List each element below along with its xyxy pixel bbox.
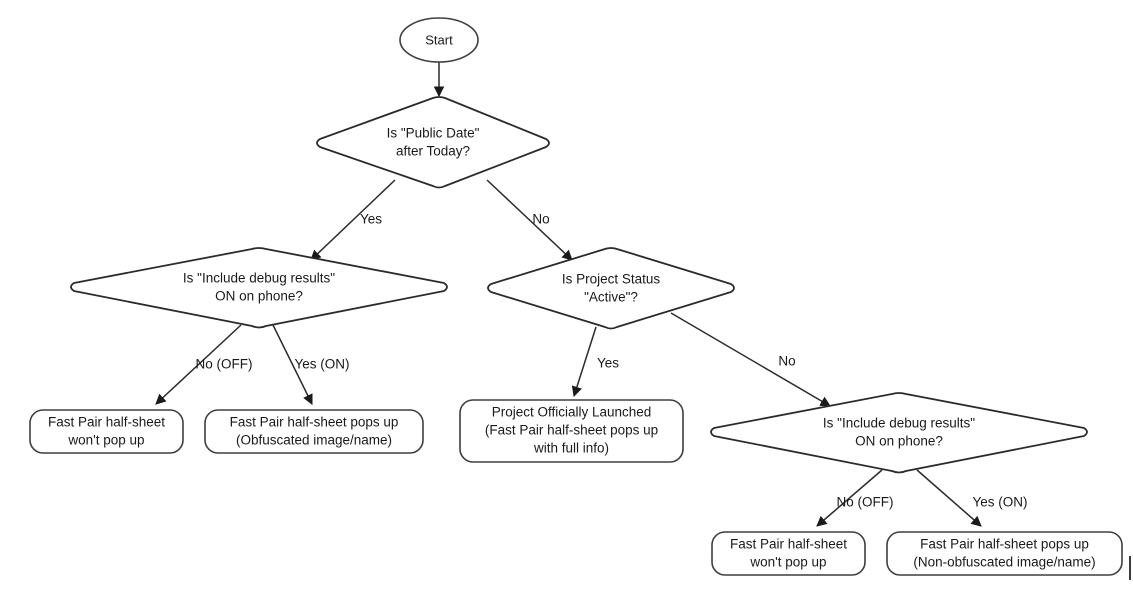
- edge-debug-left-on: Yes (ON): [272, 324, 350, 405]
- edge-debug-right-off: No (OFF): [816, 469, 894, 527]
- decision-debug-right-line2: ON on phone?: [855, 434, 943, 449]
- start-label: Start: [425, 32, 453, 47]
- decision-debug-left-shape: [70, 247, 448, 329]
- edge-debug-left-off: No (OFF): [155, 324, 253, 405]
- edge-label-no-off-left: No (OFF): [196, 357, 253, 372]
- node-decision-debug-right[interactable]: Is "Include debug results" ON on phone?: [710, 392, 1088, 474]
- edge-project-status-yes: Yes: [571, 326, 619, 398]
- result-obfuscated-shape: [204, 409, 424, 454]
- edge-label-yes-public-date: Yes: [360, 212, 382, 227]
- start-ellipse-shape: [399, 17, 479, 63]
- node-start[interactable]: Start: [399, 17, 479, 63]
- result-obfuscated-line2: (Obfuscated image/name): [236, 433, 392, 448]
- decision-project-status-line2: "Active"?: [584, 290, 638, 305]
- result-nopop-left-line2: won't pop up: [67, 433, 144, 448]
- result-nopop-left-line1: Fast Pair half-sheet: [48, 415, 165, 430]
- node-decision-debug-left[interactable]: Is "Include debug results" ON on phone?: [70, 247, 448, 329]
- edge-label-yes-on-right: Yes (ON): [972, 495, 1027, 510]
- node-result-nonobfuscated[interactable]: Fast Pair half-sheet pops up (Non-obfusc…: [886, 531, 1123, 576]
- result-nonobfuscated-line2: (Non-obfuscated image/name): [913, 555, 1095, 570]
- edge-label-no-off-right: No (OFF): [837, 495, 894, 510]
- result-nopop-right-line2: won't pop up: [749, 555, 826, 570]
- decision-public-date-line1: Is "Public Date": [387, 126, 480, 141]
- edge-debug-right-on: Yes (ON): [916, 469, 1028, 527]
- edge-label-yes-project-status: Yes: [597, 356, 619, 371]
- result-nopop-left-shape: [29, 409, 184, 454]
- decision-project-status-line1: Is Project Status: [562, 272, 661, 287]
- edge-label-no-public-date: No: [532, 212, 549, 227]
- decision-project-status-shape: [487, 247, 735, 330]
- decision-debug-right-line1: Is "Include debug results": [823, 416, 975, 431]
- decision-public-date-line2: after Today?: [396, 144, 470, 159]
- node-decision-project-status[interactable]: Is Project Status "Active"?: [487, 247, 735, 330]
- node-decision-public-date[interactable]: Is "Public Date" after Today?: [316, 96, 550, 189]
- edge-public-date-yes: Yes: [310, 179, 396, 261]
- result-nopop-right-shape: [711, 531, 866, 576]
- edge-project-status-no: No: [670, 312, 831, 407]
- decision-debug-left-line1: Is "Include debug results": [183, 271, 335, 286]
- node-result-obfuscated[interactable]: Fast Pair half-sheet pops up (Obfuscated…: [204, 409, 424, 454]
- result-launched-line1: Project Officially Launched: [492, 405, 652, 420]
- result-obfuscated-line1: Fast Pair half-sheet pops up: [230, 415, 399, 430]
- edge-public-date-no: No: [486, 179, 573, 261]
- result-nonobfuscated-line1: Fast Pair half-sheet pops up: [920, 537, 1089, 552]
- result-launched-line2: (Fast Pair half-sheet pops up: [485, 423, 658, 438]
- edge-label-yes-on-left: Yes (ON): [294, 357, 349, 372]
- node-result-nopop-right[interactable]: Fast Pair half-sheet won't pop up: [711, 531, 866, 576]
- decision-public-date-shape: [316, 96, 550, 189]
- result-launched-shape: [459, 399, 684, 463]
- result-launched-line3: with full info): [533, 441, 609, 456]
- decision-debug-left-line2: ON on phone?: [215, 289, 303, 304]
- node-result-launched[interactable]: Project Officially Launched (Fast Pair h…: [459, 399, 684, 463]
- edge-label-no-project-status: No: [778, 354, 795, 369]
- node-result-nopop-left[interactable]: Fast Pair half-sheet won't pop up: [29, 409, 184, 454]
- result-nopop-right-line1: Fast Pair half-sheet: [730, 537, 847, 552]
- result-nonobfuscated-shape: [886, 531, 1123, 576]
- decision-debug-right-shape: [710, 392, 1088, 474]
